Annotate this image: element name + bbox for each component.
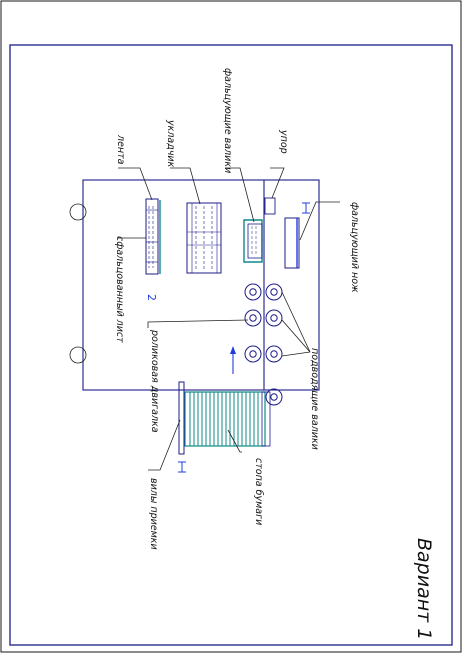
- drawing-frame: [9, 44, 453, 646]
- label-folding-rollers: фальцующие валики: [222, 68, 233, 173]
- label-folding-knife: фальцующий нож: [349, 202, 360, 293]
- mark-two: 2: [145, 294, 158, 301]
- stacker: [186, 202, 222, 274]
- label-ukladchik: укладчик: [165, 119, 176, 168]
- forks-direction-arrow: [178, 461, 186, 473]
- leader-lines: [118, 167, 340, 471]
- paper-stack: [184, 391, 271, 447]
- folding-knife: [284, 217, 300, 269]
- feed-direction-arrow: [230, 346, 236, 374]
- knife-direction-arrow: [302, 202, 310, 214]
- label-lenta: лента: [115, 134, 126, 165]
- label-stop: упор: [278, 129, 289, 154]
- pulley-top: [69, 203, 87, 221]
- label-folded-sheet: сфальцованный лист: [114, 236, 125, 343]
- stop-block: [264, 197, 276, 215]
- label-paper-stack: стопа бумаги: [253, 458, 264, 525]
- label-feed-rollers: подводящие валики: [309, 348, 320, 450]
- page-title: Вариант 1: [413, 538, 435, 640]
- label-receiving-forks: вилы приемки: [148, 478, 159, 550]
- label-roller-pusher: роликовая двигалка: [149, 329, 160, 433]
- pulley-bottom: [69, 346, 87, 364]
- machine-body: [82, 179, 320, 391]
- belt: [145, 198, 161, 275]
- receiving-forks: [178, 381, 188, 455]
- folding-rollers: [243, 219, 263, 263]
